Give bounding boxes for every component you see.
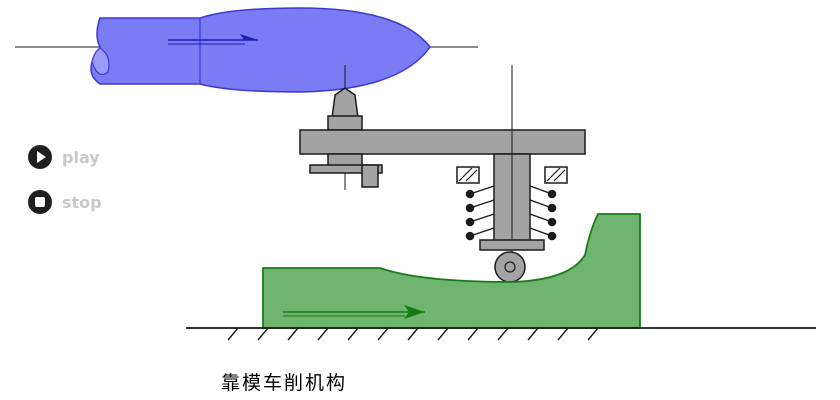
tool-mount-pin [361,164,379,188]
tool-mount-block [327,153,363,167]
stop-label: stop [62,192,102,212]
follower-roller-pin [504,261,516,273]
bracket-hatch-left-2 [465,169,478,182]
follower-collar [479,239,545,251]
spring-coils [465,185,557,241]
diagram-caption: 靠模车削机构 [221,372,348,394]
play-label: play [62,147,100,167]
bracket-hatch-right-1 [546,167,561,182]
bracket-hatch-left-1 [458,167,473,182]
ground-hatching [227,327,599,341]
spring-bracket-right [544,166,568,184]
workpiece-end-cut [91,47,110,75]
stop-button[interactable]: stop [28,190,102,214]
bracket-hatch-right-2 [553,169,566,182]
cutting-tool-holder [327,115,363,131]
carriage-bar [299,129,586,155]
workpiece-shaft [90,7,431,93]
template-block [262,213,641,329]
spring-bracket-left [456,166,480,184]
play-button[interactable]: play [28,145,100,169]
feed-arrow-head [404,305,425,319]
play-icon[interactable] [28,145,52,169]
rotation-arrow-head [240,34,258,40]
cutting-tool-tip [331,87,359,119]
tool-mount-plate [309,164,383,174]
stop-icon[interactable] [28,190,52,214]
